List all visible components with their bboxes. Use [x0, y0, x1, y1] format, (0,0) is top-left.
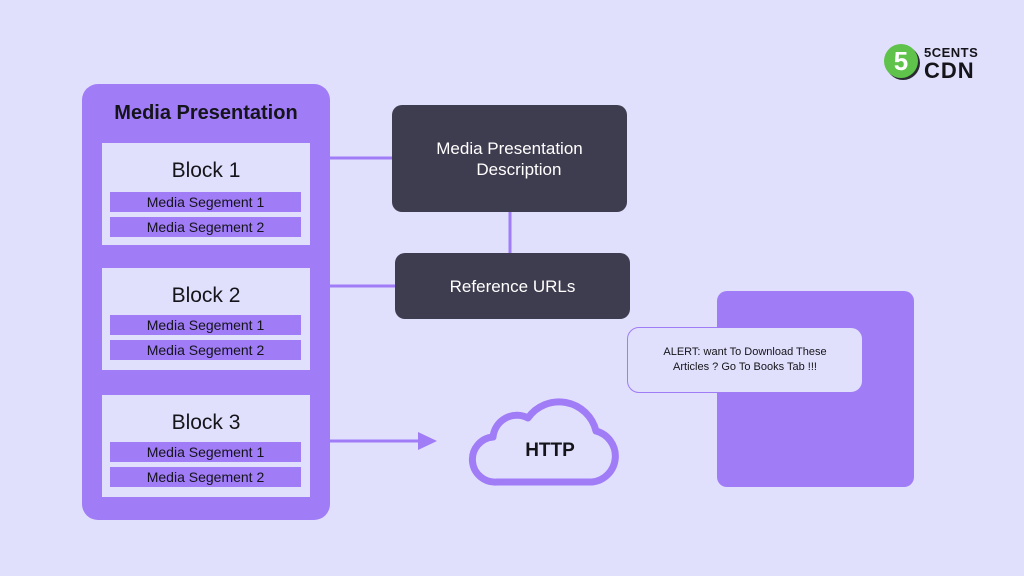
media-segment-2: Media Segement 2: [110, 340, 301, 360]
logo-badge: 5: [884, 44, 918, 78]
media-presentation-title: Media Presentation: [114, 102, 298, 124]
block-title: Block 1: [171, 159, 241, 182]
http-label: HTTP: [525, 440, 575, 461]
reference-urls-label: Reference URLs: [449, 276, 576, 296]
media-segment-2: Media Segement 2: [110, 467, 301, 487]
alert-text: ALERT: want To Download These Articles ?…: [663, 346, 827, 373]
block-title: Block 2: [171, 284, 241, 307]
block-2: Block 2 Media Segement 1 Media Segement …: [102, 268, 310, 370]
5centscdn-logo: 5 5CENTS CDN: [884, 44, 984, 83]
media-segment-1: Media Segement 1: [110, 315, 301, 335]
mpd-label: Media Presentation Description: [436, 138, 583, 179]
alert-banner[interactable]: ALERT: want To Download These Articles ?…: [627, 327, 863, 393]
media-segment-2: Media Segement 2: [110, 217, 301, 237]
media-segment-1: Media Segement 1: [110, 442, 301, 462]
block-title: Block 3: [171, 411, 241, 434]
media-segment-1: Media Segement 1: [110, 192, 301, 212]
reference-urls-box: Reference URLs: [395, 253, 630, 319]
media-presentation-description-box: Media Presentation Description: [392, 105, 627, 212]
logo-text-bottom: CDN: [924, 58, 975, 83]
arrow-head-icon: [418, 432, 437, 450]
logo-text-top: 5CENTS: [924, 45, 979, 60]
block-3: Block 3 Media Segement 1 Media Segement …: [102, 395, 310, 497]
block-1: Block 1 Media Segement 1 Media Segement …: [102, 143, 310, 245]
cloud-icon: [468, 398, 619, 486]
